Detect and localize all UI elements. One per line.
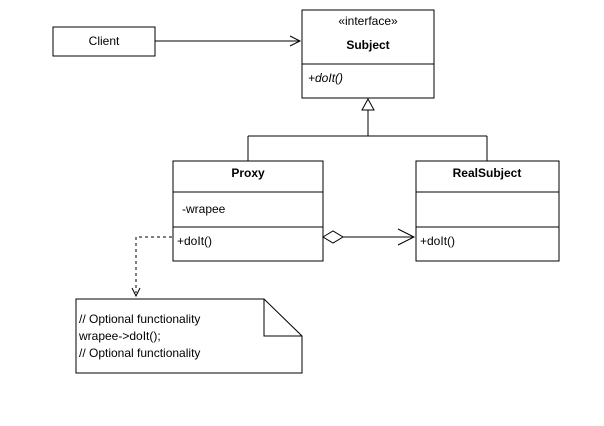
real-subject-name: RealSubject — [453, 166, 522, 180]
subject-name: Subject — [346, 38, 389, 52]
subject-realization-connectors — [247, 97, 488, 161]
comment-note[interactable]: // Optional functionality wrapee->doIt()… — [75, 298, 303, 374]
subject-operation: +doIt() — [308, 71, 343, 85]
open-arrowhead-icon — [397, 228, 416, 246]
proxy-realsubject-aggregation — [322, 228, 416, 246]
real-subject-class[interactable]: RealSubject +doIt() — [415, 160, 560, 262]
note-connector — [131, 236, 172, 298]
proxy-operation: +doIt() — [177, 234, 212, 248]
proxy-class[interactable]: Proxy -wrapee +doIt() — [172, 160, 324, 262]
client-label: Client — [89, 34, 120, 48]
small-arrowhead-icon — [131, 287, 141, 298]
client-subject-association — [155, 35, 302, 47]
note-line: // Optional functionality — [79, 346, 200, 360]
proxy-attribute: -wrapee — [182, 202, 226, 216]
subject-interface[interactable]: «interface» Subject +doIt() — [301, 9, 435, 99]
hollow-triangle-icon — [361, 97, 375, 111]
real-subject-operation: +doIt() — [420, 234, 455, 248]
subject-stereotype: «interface» — [338, 14, 398, 28]
hollow-diamond-icon — [322, 230, 344, 244]
client-class[interactable]: Client — [52, 26, 156, 57]
proxy-name: Proxy — [231, 166, 265, 180]
note-line: // Optional functionality — [79, 312, 200, 326]
note-line: wrapee->doIt(); — [78, 329, 161, 343]
folded-corner-icon — [263, 299, 302, 337]
open-arrowhead-icon — [289, 35, 302, 47]
